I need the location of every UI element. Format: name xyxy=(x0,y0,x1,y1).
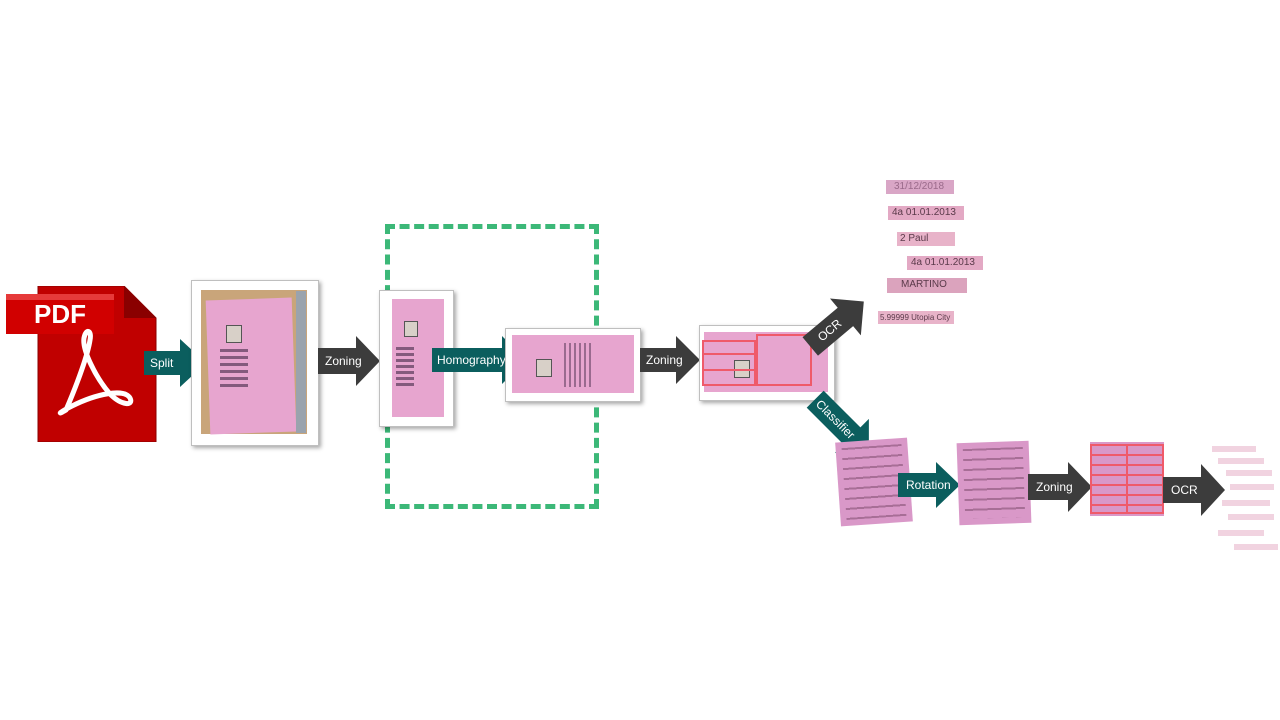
ocr-crop-3: 2 Paul xyxy=(897,232,955,246)
zone-line-a xyxy=(702,353,756,355)
zoned-text-lines xyxy=(396,347,414,387)
zone-line-b xyxy=(702,369,756,371)
split-label: Split xyxy=(150,356,174,370)
split-photo-frame xyxy=(191,280,319,446)
mini-crop-6 xyxy=(1228,514,1274,520)
classifier-arrow: Classifier xyxy=(798,382,886,470)
pdf-file-icon: PDF xyxy=(6,285,158,443)
ocr-crop-6: 5.99999 Utopia City xyxy=(878,311,954,324)
zoning-arrow-3: Zoning xyxy=(1028,462,1092,512)
rectified-text-lines xyxy=(564,343,594,387)
ocr-crop-5: MARTINO xyxy=(887,278,967,293)
rotation-label: Rotation xyxy=(906,478,951,492)
ocr-label-bottom: OCR xyxy=(1171,483,1198,497)
zoned-portrait xyxy=(404,321,418,337)
back-page-rotated xyxy=(956,440,1032,526)
split-arrow: Split xyxy=(144,339,206,387)
mini-crop-8 xyxy=(1234,544,1278,550)
mini-crop-5 xyxy=(1222,500,1270,506)
mini-crop-2 xyxy=(1218,458,1264,464)
back-grid-right xyxy=(1126,444,1164,514)
mini-crop-3 xyxy=(1226,470,1272,476)
mini-crop-7 xyxy=(1218,530,1264,536)
text-lines xyxy=(220,349,248,389)
zoning-arrow-2: Zoning xyxy=(640,336,700,384)
zone-box-front xyxy=(702,340,756,386)
ocr-crop-2: 4a 01.01.2013 xyxy=(888,206,964,220)
mini-crop-1 xyxy=(1212,446,1256,452)
portrait-icon xyxy=(226,325,242,343)
mini-crop-4 xyxy=(1230,484,1274,490)
back-grid-left xyxy=(1090,444,1128,514)
homography-arrow: Homography xyxy=(432,336,526,384)
zoning-label-2: Zoning xyxy=(646,353,683,367)
zone-box-back xyxy=(756,334,812,386)
ocr-arrow-bottom: OCR xyxy=(1163,464,1225,516)
zoning-arrow-1: Zoning xyxy=(318,336,380,386)
zoning-label-3: Zoning xyxy=(1036,480,1073,494)
side-strip xyxy=(296,291,306,433)
back-lines-rotated xyxy=(962,446,1026,520)
back-lines-skewed xyxy=(841,443,907,521)
zoned-rectified-frame xyxy=(699,325,835,401)
ocr-crop-4: 4a 01.01.2013 xyxy=(907,256,983,270)
homography-label: Homography xyxy=(437,353,506,367)
rotation-arrow: Rotation xyxy=(898,462,960,508)
pdf-label: PDF xyxy=(34,299,86,329)
ocr-arrow-top: OCR xyxy=(795,283,879,365)
rectified-portrait xyxy=(536,359,552,377)
zoned-back-page xyxy=(1090,442,1164,516)
zoning-label-1: Zoning xyxy=(325,354,362,368)
ocr-crop-1: 31/12/2018 xyxy=(886,180,954,194)
rectified-document-frame xyxy=(505,328,641,402)
